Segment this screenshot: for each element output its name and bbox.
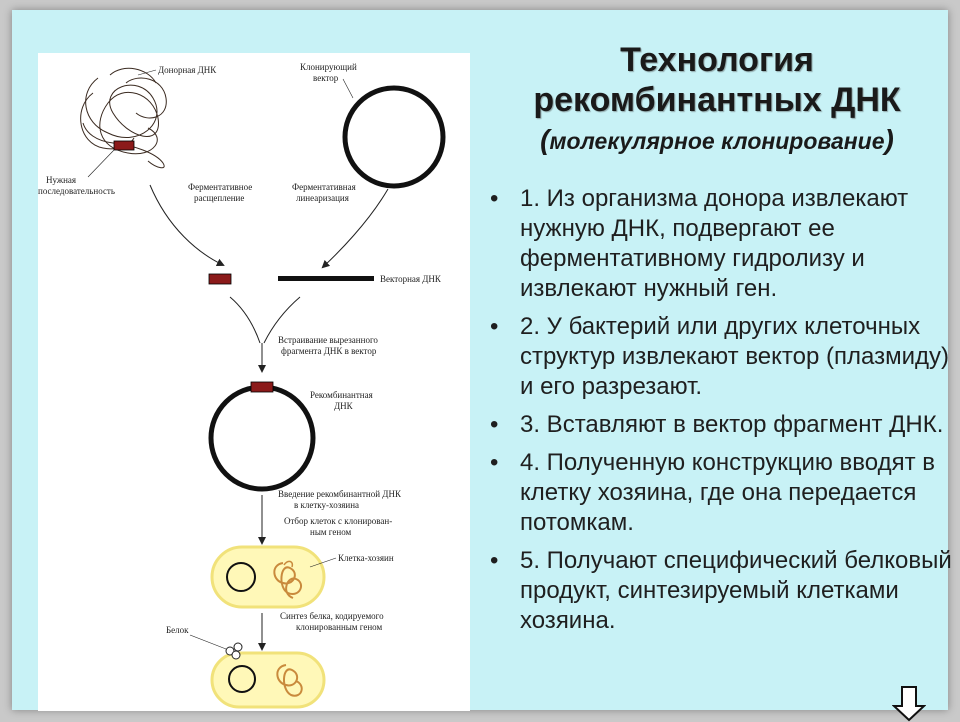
merge-line-right: [263, 296, 301, 344]
label-recombinant-2: ДНК: [334, 401, 354, 411]
page-title-line-1: Технология: [620, 41, 814, 79]
cut-fragment: [208, 273, 232, 285]
arrow-linearization: [321, 188, 389, 269]
label-selection-1: Отбор клеток с клонирован-: [284, 516, 392, 526]
label-recombinant-1: Рекомбинантная: [310, 390, 373, 400]
down-arrow-icon[interactable]: [892, 686, 926, 722]
label-selection-2: ным геном: [310, 527, 352, 537]
linear-vector: [278, 276, 374, 281]
label-needed-seq-2: последовательность: [38, 186, 115, 196]
label-insertion-1: Встраивание вырезанного: [278, 335, 378, 345]
cloning-vector-circle: [342, 85, 446, 189]
label-introduction-2: в клетку-хозяина: [294, 500, 359, 510]
label-insertion-2: фрагмента ДНК в вектор: [281, 346, 377, 356]
step-item: • 1. Из организма донора извлекают нужную…: [484, 184, 954, 304]
bullet-icon: •: [490, 185, 499, 212]
label-needed-seq-1: Нужная: [46, 175, 76, 185]
bullet-icon: •: [490, 449, 499, 476]
label-protein-synthesis-1: Синтез белка, кодируемого: [280, 611, 384, 621]
label-enzymatic-linear-1: Ферментативная: [292, 182, 356, 192]
label-enzymatic-cleavage-1: Ферментативное: [188, 182, 252, 192]
label-host-cell: Клетка-хозяин: [338, 553, 394, 563]
label-introduction-1: Введение рекомбинантной ДНК: [278, 489, 402, 499]
step-item: • 3. Вставляют в вектор фрагмент ДНК.: [484, 410, 954, 440]
recombinant-dna-circle: [208, 384, 316, 492]
step-text: 1. Из организма донора извлекают нужную …: [520, 185, 909, 302]
step-item: • 2. У бактерий или других клеточных стру…: [484, 312, 954, 402]
protein-molecules: [225, 642, 243, 660]
step-text: 4. Полученную конструкцию вводят в клетк…: [520, 449, 936, 536]
diagram-svg: Донорная ДНК Нужная последовательность К…: [38, 62, 446, 709]
page-title-line-2: рекомбинантных ДНК: [533, 81, 901, 119]
label-protein: Белок: [166, 625, 189, 635]
step-item: • 5. Получают специфический белковый прод…: [484, 546, 954, 636]
label-enzymatic-cleavage-2: расщепление: [194, 193, 244, 203]
label-donor-dna: Донорная ДНК: [158, 65, 217, 75]
donor-insert-segment: [113, 140, 135, 151]
page-subtitle: (молекулярное клонирование): [540, 124, 894, 155]
bullet-icon: •: [490, 313, 499, 340]
donor-dna-tangle: [80, 67, 167, 169]
host-cell: [210, 545, 326, 609]
recombinant-insert: [250, 381, 274, 393]
label-cloning-vector-2: вектор: [313, 73, 339, 83]
title-block: Технология рекомбинантных ДНК (молекуляр…: [482, 40, 952, 157]
step-item: • 4. Полученную конструкцию вводят в клет…: [484, 448, 954, 538]
label-cloning-vector-1: Клонирующий: [300, 62, 357, 72]
label-enzymatic-linear-2: линеаризация: [296, 193, 349, 203]
step-text: 3. Вставляют в вектор фрагмент ДНК.: [520, 411, 944, 438]
label-vector-dna: Векторная ДНК: [380, 274, 442, 284]
slide: Донорная ДНК Нужная последовательность К…: [12, 10, 952, 722]
cloning-diagram: Донорная ДНК Нужная последовательность К…: [38, 53, 470, 711]
steps-list: • 1. Из организма донора извлекают нужную…: [484, 184, 954, 644]
host-cell-with-protein: [210, 651, 326, 709]
bullet-icon: •: [490, 547, 499, 574]
step-text: 5. Получают специфический белковый проду…: [520, 547, 952, 634]
arrow-cleavage: [149, 184, 225, 267]
step-text: 2. У бактерий или других клеточных струк…: [520, 313, 949, 400]
bullet-icon: •: [490, 411, 499, 438]
label-protein-synthesis-2: клонированным геном: [296, 622, 382, 632]
merge-line-left: [229, 296, 261, 344]
